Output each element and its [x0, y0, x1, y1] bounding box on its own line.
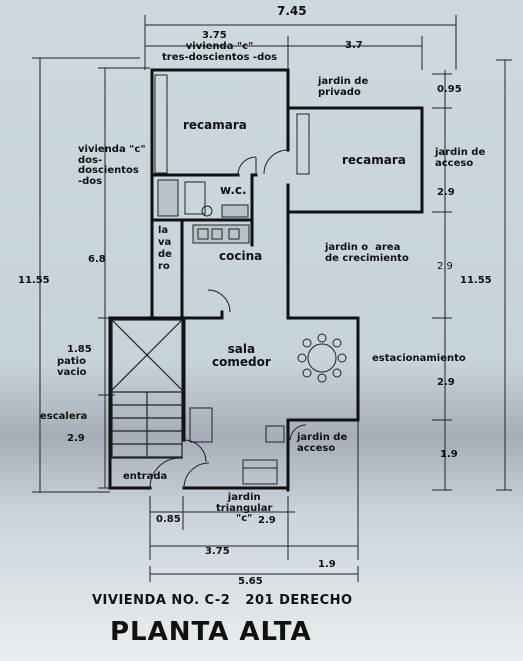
dim-bottom-d: 1.9 — [318, 559, 336, 570]
bathroom-fixtures — [157, 179, 249, 218]
dim-right-e: 1.9 — [440, 449, 458, 460]
dim-left-c: 2.9 — [67, 433, 85, 444]
label-patio-vacio: patio vacio — [57, 356, 87, 378]
dim-top-total: 7.45 — [277, 4, 307, 18]
doors — [149, 149, 307, 489]
staircase — [111, 319, 183, 459]
dim-left-total: 11.55 — [18, 275, 50, 286]
living-furniture — [189, 407, 285, 485]
dim-left-a: 6.8 — [88, 254, 106, 265]
house-label: VIVIENDA NO. C-2 — [92, 593, 231, 608]
dim-left-b: 1.85 — [67, 344, 92, 355]
dim-right-a: 0.95 — [437, 84, 462, 95]
label-lavadero: lavadero — [158, 225, 172, 272]
dim-bottom-a: 0.85 — [156, 514, 181, 525]
dim-right-b: 2.9 — [437, 187, 455, 198]
dim-right-total: 11.55 — [460, 275, 492, 286]
dim-right-c: 2.9 — [437, 261, 453, 272]
label-jardin-acceso-bottom: jardin de acceso — [297, 432, 348, 454]
dim-bottom-total: 5.65 — [238, 576, 263, 587]
kitchen-counter — [192, 224, 250, 244]
dim-bottom-c: 3.75 — [205, 546, 230, 557]
walls — [108, 68, 424, 492]
label-recamara-left: recamara — [183, 118, 247, 132]
label-escalera: escalera — [40, 411, 88, 422]
label-jardin-crecimiento: jardin o area de crecimiento — [325, 242, 409, 264]
label-estacionamiento: estacionamiento — [372, 353, 466, 364]
label-cocina: cocina — [219, 249, 263, 263]
label-vivienda-c-top: vivienda "c" tres-doscientos -dos — [162, 41, 278, 63]
dim-right-d: 2.9 — [437, 377, 455, 388]
label-jardin-triangular: jardin triangular "c" — [216, 492, 273, 524]
house-number-line: VIVIENDA NO. C-2 201 DERECHO — [92, 593, 353, 608]
label-entrada: entrada — [123, 471, 168, 482]
dining-table — [297, 333, 347, 383]
dim-top-left: 3.75 — [202, 30, 227, 41]
plan-title: PLANTA ALTA — [110, 617, 312, 647]
dim-top-right: 3.7 — [345, 40, 363, 51]
label-sala-comedor: sala comedor — [212, 342, 271, 369]
house-unit: 201 DERECHO — [245, 593, 353, 608]
label-vivienda-c-left: vivienda "c" dos- doscientos -dos — [78, 144, 146, 187]
label-recamara-right: recamara — [342, 153, 406, 167]
closets — [154, 74, 310, 175]
label-wc: w.c. — [220, 183, 247, 197]
label-jardin-privado: jardin de privado — [318, 76, 369, 98]
label-jardin-acceso-top: jardin de acceso — [435, 147, 486, 169]
dim-bottom-b: 2.9 — [258, 515, 276, 526]
